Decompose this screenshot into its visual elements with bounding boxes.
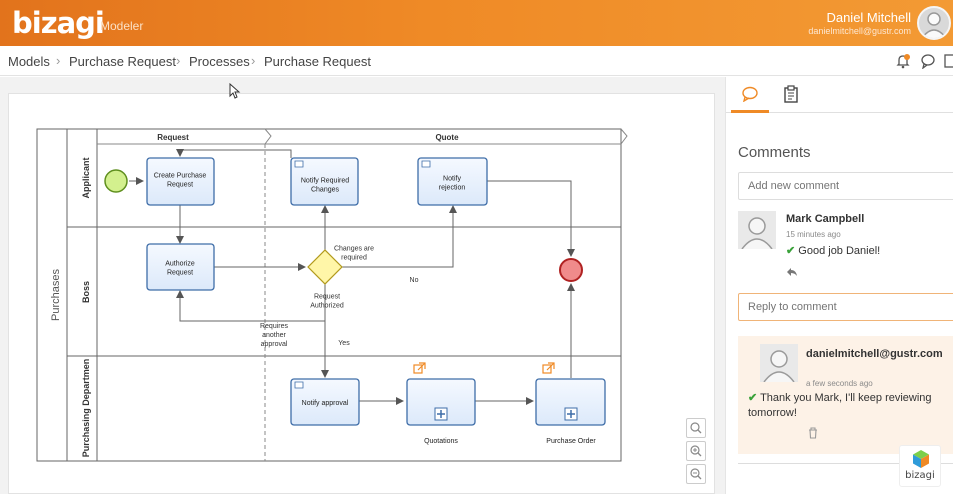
breadcrumb-separator: › [176, 53, 181, 68]
subprocess-purchase-order[interactable]: Purchase Order [535, 378, 606, 445]
lane-label-purchasing: Purchasing Departmen [81, 359, 91, 458]
flow-label-yes: Yes [338, 340, 350, 347]
reply-comment-input[interactable] [738, 293, 953, 321]
exclusive-gateway[interactable] [307, 249, 343, 285]
comment-text-row: ✔ Good job Daniel! [786, 244, 880, 257]
user-avatar[interactable] [917, 6, 951, 40]
external-link-icon[interactable] [542, 362, 555, 374]
task-notify-approval[interactable]: Notify approval [290, 378, 360, 426]
comment-author: Mark Campbell [786, 213, 865, 225]
module-name: Modeler [100, 19, 144, 33]
comments-title: Comments [738, 144, 811, 161]
trash-icon[interactable] [808, 426, 818, 444]
zoom-out-button[interactable] [686, 464, 706, 484]
task-label: Notify approval [302, 400, 349, 407]
comments-panel: Comments Mark Campbell 15 minutes ago ✔ … [725, 77, 953, 494]
comment-timestamp: a few seconds ago [806, 379, 873, 388]
end-event[interactable] [559, 258, 583, 282]
check-icon: ✔ [748, 392, 758, 404]
phase-label-quote: Quote [435, 133, 459, 142]
breadcrumb-processes[interactable]: Processes [189, 54, 250, 69]
user-name[interactable]: Daniel Mitchell [826, 10, 911, 25]
panel-tabs [726, 77, 953, 113]
tab-details[interactable] [776, 77, 806, 113]
flow-label-no: No [410, 277, 419, 284]
chat-icon[interactable] [920, 53, 936, 74]
avatar [760, 344, 798, 382]
comment-text-row: ✔ Thank you Mark, I'll keep reviewing to… [748, 391, 948, 421]
pool-label: Purchases [50, 269, 62, 321]
lane-label-applicant: Applicant [81, 157, 91, 198]
avatar [738, 211, 776, 249]
comment-timestamp: 15 minutes ago [786, 230, 841, 239]
zoom-in-button[interactable] [686, 441, 706, 461]
subprocess-quotations[interactable]: Quotations [406, 378, 476, 445]
notification-bell-icon[interactable] [895, 53, 911, 74]
comment-text: Good job Daniel! [798, 245, 881, 257]
subprocess-label: Quotations [424, 438, 458, 445]
check-icon: ✔ [786, 245, 796, 257]
tab-comments[interactable] [731, 77, 769, 113]
user-email: danielmitchell@gustr.com [808, 26, 911, 36]
breadcrumb-separator: › [251, 53, 256, 68]
start-event[interactable] [104, 169, 128, 193]
comment-text: Thank you Mark, I'll keep reviewing tomo… [748, 392, 932, 419]
new-comment-input[interactable] [738, 172, 953, 200]
breadcrumb-purchase-request[interactable]: Purchase Request [69, 54, 176, 69]
lane-label-boss: Boss [81, 281, 91, 303]
breadcrumb: Models › Purchase Request › Processes › … [0, 46, 953, 76]
breadcrumb-models[interactable]: Models [8, 54, 50, 69]
comment-bubble-icon [742, 86, 758, 102]
mouse-cursor-icon [229, 83, 241, 99]
reply-comment-card: danielmitchell@gustr.com a few seconds a… [738, 336, 953, 454]
bizagi-badge[interactable]: bizagi [899, 445, 941, 487]
document-icon[interactable] [944, 53, 953, 74]
divider [738, 463, 953, 464]
canvas-area: Purchases Applicant Boss Purchasing Depa… [0, 77, 725, 494]
bizagi-logo[interactable]: bizagi [12, 6, 105, 40]
process-canvas[interactable]: Purchases Applicant Boss Purchasing Depa… [8, 93, 715, 494]
subprocess-label: Purchase Order [546, 438, 596, 445]
badge-label: bizagi [905, 470, 935, 481]
top-bar: bizagi Modeler Daniel Mitchell danielmit… [0, 0, 953, 46]
phase-label-request: Request [157, 133, 189, 142]
sequence-flows [129, 149, 575, 405]
breadcrumb-current-process: Purchase Request [264, 54, 371, 69]
clipboard-icon [784, 85, 798, 103]
breadcrumb-separator: › [56, 53, 61, 68]
reply-icon[interactable] [786, 264, 798, 282]
zoom-fit-button[interactable] [686, 418, 706, 438]
bizagi-cube-icon [913, 450, 929, 468]
comment-author: danielmitchell@gustr.com [806, 348, 943, 360]
external-link-icon[interactable] [413, 362, 426, 374]
